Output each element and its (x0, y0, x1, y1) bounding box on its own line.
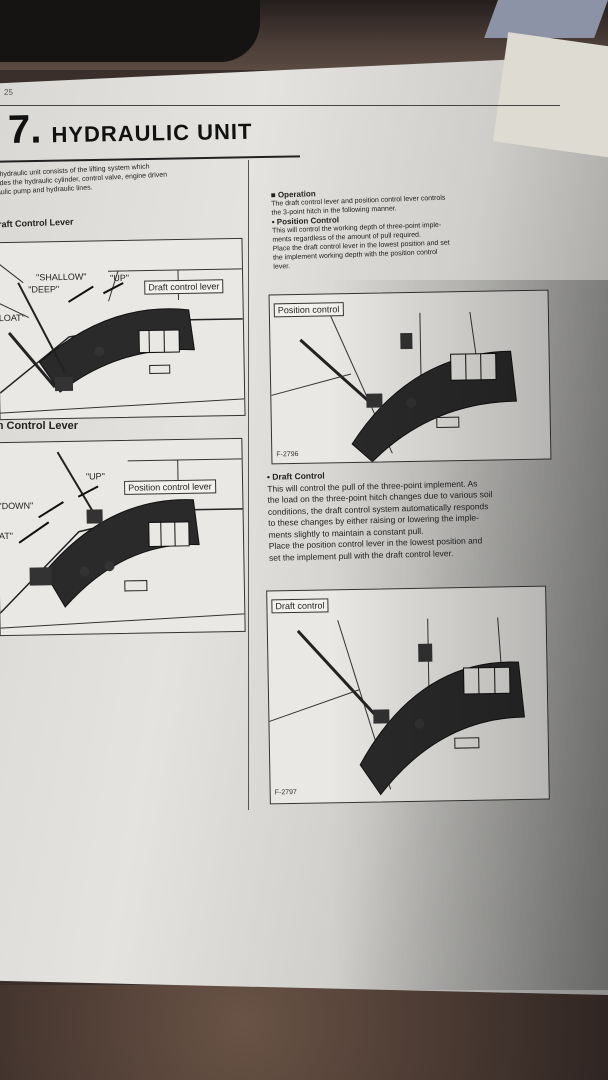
note-paper (492, 32, 608, 158)
title-rule (0, 105, 560, 106)
position-control-illustration (271, 311, 517, 463)
position-control-label: Position control (273, 302, 344, 318)
draft-control-code: F-2797 (274, 788, 297, 797)
page-number: 25 (4, 88, 13, 97)
up-callout: "UP" (85, 471, 105, 482)
operation-section: ■ Operation The draft control lever and … (271, 181, 544, 271)
down-callout: "DOWN" (0, 500, 34, 512)
carpet-background (0, 985, 608, 1080)
float-callout: AT" (0, 530, 14, 542)
section-title: 7. HYDRAULIC UNIT (8, 104, 253, 153)
column-divider (248, 160, 249, 810)
position-lever-figure: "UP" "DOWN" AT" Position control lever (0, 437, 246, 637)
draft-lever-label: Draft control lever (144, 279, 224, 295)
blue-object (484, 0, 608, 38)
section-title-text: HYDRAULIC UNIT (51, 118, 253, 148)
draft-control-section: • Draft Control This will control the pu… (267, 464, 569, 564)
draft-control-label: Draft control (271, 598, 329, 614)
draft-lever-figure: "SHALLOW" "UP" "DEEP" LOAT" Draft contro… (0, 237, 246, 421)
float-callout: LOAT" (0, 312, 25, 324)
draft-lever-illustration (0, 262, 245, 420)
draft-control-illustration (269, 617, 525, 796)
background-top (0, 0, 608, 70)
draft-control-figure: Draft control F-2797 (266, 585, 550, 805)
deep-callout: "DEEP" (28, 284, 60, 295)
shallow-callout: "SHALLOW" (36, 271, 87, 283)
position-lever-illustration (0, 451, 245, 629)
position-control-code: F-2796 (276, 450, 299, 459)
up-callout: "UP" (110, 272, 130, 284)
section-number: 7. (7, 107, 42, 152)
position-lever-heading: on Control Lever (0, 420, 79, 432)
position-control-figure: Position control F-2796 (268, 289, 552, 465)
dark-object (0, 0, 260, 62)
position-lever-label: Position control lever (124, 479, 216, 495)
